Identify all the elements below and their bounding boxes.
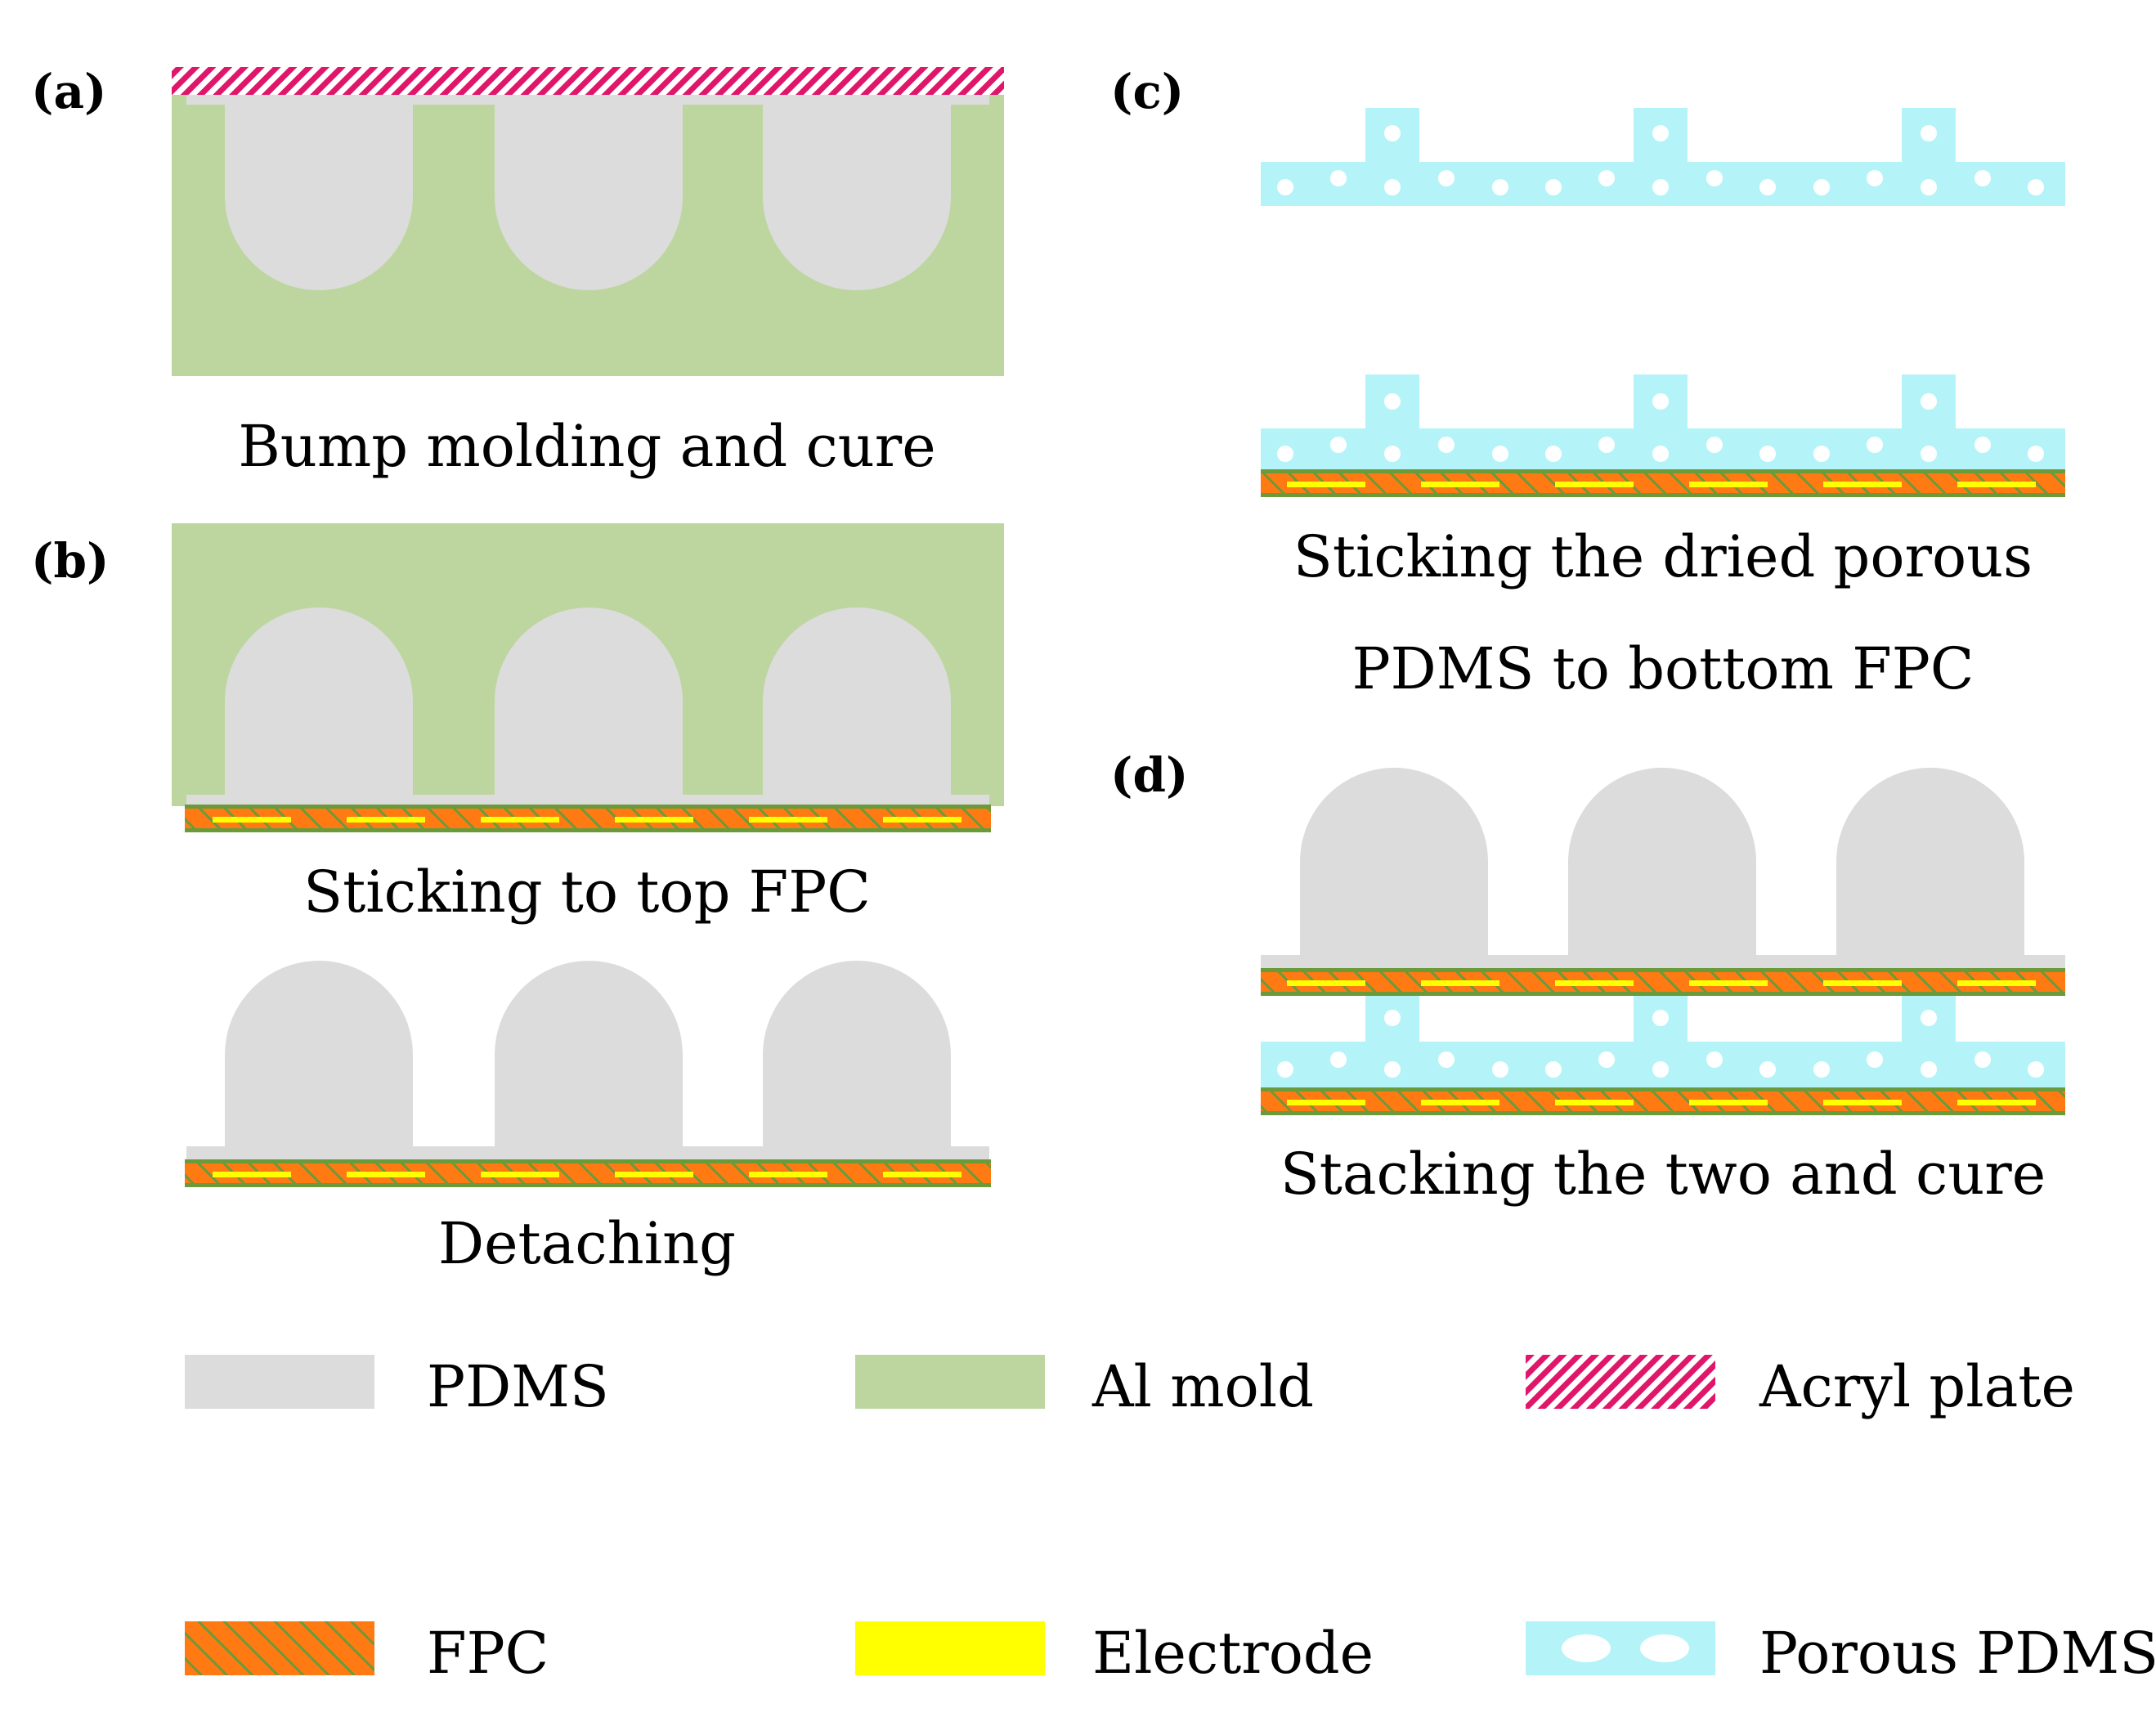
electrode — [1957, 980, 2036, 986]
legend-item-al-mold: Al mold — [855, 1353, 1314, 1420]
porous-pdms-layer — [1261, 374, 2065, 469]
panel-b-caption-top: Sticking to top FPC — [303, 858, 871, 926]
legend-label-porous-pdms: Porous PDMS — [1759, 1620, 2156, 1687]
electrode — [883, 817, 961, 823]
pore-icon — [1640, 1634, 1689, 1662]
panel-c: (c) — [1110, 64, 2065, 702]
panel-c-label: (c) — [1110, 64, 1184, 119]
panel-d-label: (d) — [1110, 747, 1188, 803]
pdms-base-layer — [186, 1146, 989, 1159]
electrode — [749, 1172, 827, 1177]
electrode — [481, 817, 559, 823]
top-fpc — [185, 1159, 991, 1187]
pdms-bump — [495, 961, 683, 1148]
pdms-bump — [225, 95, 413, 290]
electrode — [1555, 980, 1634, 986]
panel-b-label: (b) — [31, 533, 109, 589]
legend-item-acryl-plate: Acryl plate — [1526, 1353, 2075, 1420]
electrode — [883, 1172, 961, 1177]
acryl-plate — [172, 67, 1004, 95]
legend: PDMS Al mold Acryl plate FPC Electrode P… — [185, 1353, 2156, 1687]
pdms-bump — [1568, 768, 1756, 957]
legend-label-acryl-plate: Acryl plate — [1759, 1353, 2075, 1420]
pdms-bump — [225, 607, 413, 795]
electrode — [347, 817, 425, 823]
legend-item-electrode: Electrode — [855, 1620, 1374, 1687]
panel-a-label: (a) — [31, 64, 106, 119]
panel-b-caption-bottom: Detaching — [438, 1210, 736, 1277]
electrode — [1823, 980, 1902, 986]
top-fpc — [1261, 968, 2065, 996]
electrode — [1421, 482, 1499, 487]
electrode — [213, 1172, 291, 1177]
bottom-fpc — [1261, 1087, 2065, 1115]
bottom-fpc — [1261, 469, 2065, 497]
electrode — [481, 1172, 559, 1177]
porous-pdms-layer — [1261, 996, 2065, 1087]
top-fpc — [185, 805, 991, 832]
legend-label-electrode: Electrode — [1092, 1620, 1374, 1687]
electrode — [1689, 980, 1768, 986]
legend-label-pdms: PDMS — [427, 1353, 609, 1420]
electrode — [1689, 482, 1768, 487]
pdms-bump — [763, 95, 951, 290]
legend-item-pdms: PDMS — [185, 1353, 609, 1420]
acryl-plate-swatch — [1526, 1355, 1715, 1409]
pdms-bump — [495, 95, 683, 290]
electrode — [213, 817, 291, 823]
pdms-bump — [763, 607, 951, 795]
electrode — [1287, 482, 1365, 487]
panel-a: (a) Bump molding and cure — [31, 64, 1004, 480]
pdms-bump — [763, 961, 951, 1148]
panel-d: (d) — [1110, 747, 2065, 1208]
electrode — [1287, 980, 1365, 986]
pdms-base-layer — [186, 795, 989, 806]
pdms-bump — [1300, 768, 1488, 957]
legend-item-fpc: FPC — [185, 1620, 549, 1687]
pdms-bump — [225, 961, 413, 1148]
electrode — [1555, 1100, 1634, 1105]
legend-item-porous-pdms: Porous PDMS — [1526, 1620, 2156, 1687]
al-mold-swatch — [855, 1355, 1045, 1409]
electrode — [1957, 1100, 2036, 1105]
electrode — [1957, 482, 2036, 487]
electrode — [1555, 482, 1634, 487]
electrode — [1287, 1100, 1365, 1105]
electrode — [1421, 1100, 1499, 1105]
legend-label-fpc: FPC — [427, 1620, 549, 1687]
electrode — [615, 817, 693, 823]
panel-d-caption: Stacking the two and cure — [1280, 1141, 2046, 1208]
panel-c-caption-line2: PDMS to bottom FPC — [1352, 635, 1974, 702]
electrode — [749, 817, 827, 823]
electrode — [347, 1172, 425, 1177]
pdms-swatch — [185, 1355, 374, 1409]
panel-a-caption: Bump molding and cure — [238, 413, 935, 480]
pore-icon — [1562, 1634, 1611, 1662]
fpc-swatch — [185, 1621, 374, 1675]
electrode — [1689, 1100, 1768, 1105]
electrode-swatch — [855, 1621, 1045, 1675]
electrode — [615, 1172, 693, 1177]
panel-b: (b) Sticking to top FPC — [31, 523, 1004, 1277]
electrode — [1823, 482, 1902, 487]
pdms-bump — [495, 607, 683, 795]
legend-label-al-mold: Al mold — [1091, 1353, 1314, 1420]
electrode — [1823, 1100, 1902, 1105]
porous-pdms-layer — [1261, 108, 2065, 206]
electrode — [1421, 980, 1499, 986]
pdms-base-layer — [1261, 955, 2065, 970]
pdms-bump — [1836, 768, 2024, 957]
panel-c-caption-line1: Sticking the dried porous — [1293, 523, 2033, 590]
